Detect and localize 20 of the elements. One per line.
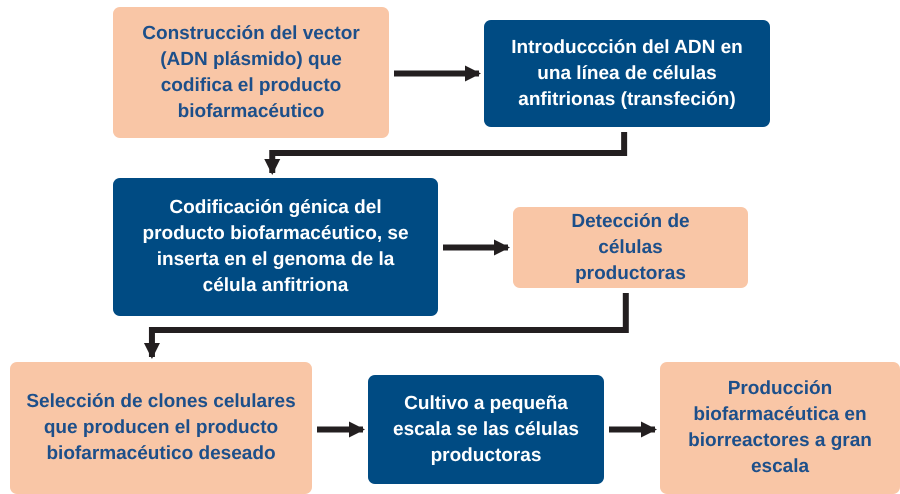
process-box [513,207,748,288]
arrow [394,66,481,82]
process-box [113,7,389,138]
arrow [264,132,628,175]
step-text: Introduccción del ADN en una línea de células anfitrionas (transfeción) [510,36,744,112]
process-box [10,362,312,494]
arrow [443,240,510,256]
process-box [113,178,438,316]
arrow [609,422,657,438]
step-text: Selección de clones celulares que producen el producto biofarmacéutico deseado [25,390,297,466]
process-box [660,362,900,494]
arrow [317,422,365,438]
step-text: Detección de células productoras [570,210,691,286]
process-box [368,375,604,484]
arrow [144,293,629,359]
process-box [484,20,770,127]
step-text: Codificación génica del producto biofarmacéutico, se inserta en el genoma de la célula anfitriona [141,196,410,298]
step-text: Cultivo a pequeña escala se las células productoras [392,392,580,468]
step-text: Construcción del vector (ADN plásmido) que codifica el producto biofarmacéutico [141,22,361,124]
step-text: Producción biofarmacéutica en biorreactores a gran escala [687,377,873,479]
